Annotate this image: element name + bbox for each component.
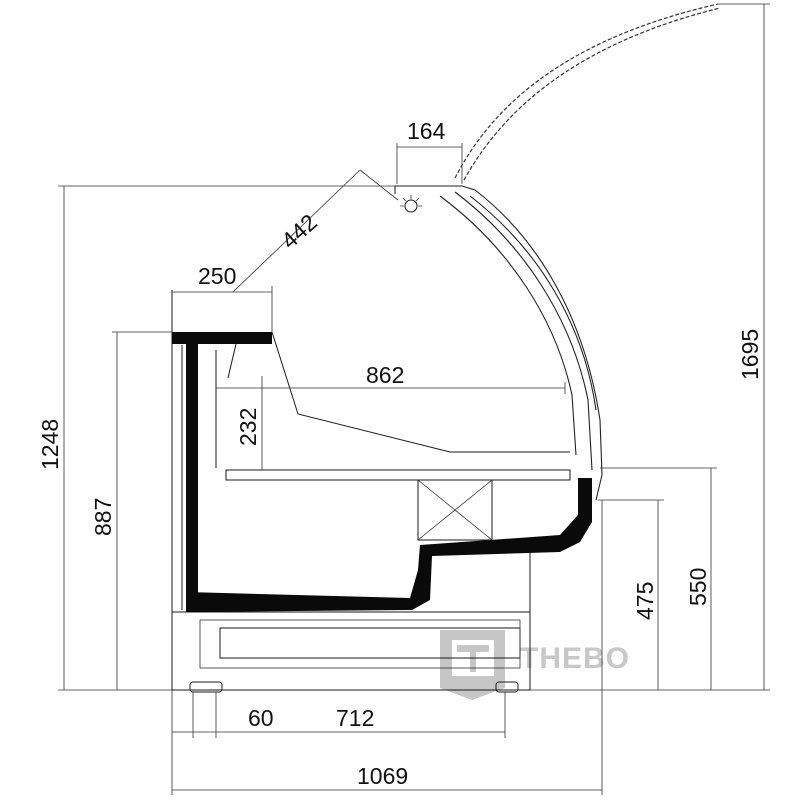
cabinet xyxy=(171,290,592,693)
glass-open-arc-b xyxy=(463,7,721,181)
display-tub xyxy=(186,478,592,612)
ext-442-top xyxy=(359,169,399,201)
lamp-icon xyxy=(404,199,418,213)
logo-wordmark: THEBO xyxy=(520,642,630,675)
glass-outer xyxy=(395,185,603,501)
dimension-lines xyxy=(58,3,770,795)
dim-164-label: 164 xyxy=(407,118,446,144)
dim-712-label: 712 xyxy=(336,705,374,731)
glass-inner-1 xyxy=(439,195,577,456)
glass-inner-3 xyxy=(469,195,597,411)
dimension-labels: 164 442 250 862 232 1248 887 475 550 169… xyxy=(37,118,763,789)
dim-887-label: 887 xyxy=(90,498,116,536)
top-shelf xyxy=(172,332,272,344)
crate-cross-b xyxy=(417,479,493,541)
rear-column xyxy=(186,332,198,608)
dim-1069-label: 1069 xyxy=(357,763,408,789)
base-panel xyxy=(199,619,521,669)
glass-open-arc-a xyxy=(454,3,719,179)
lamp-rays xyxy=(400,195,422,207)
dim-232-label: 232 xyxy=(235,408,261,446)
air-curtain-line xyxy=(271,331,570,453)
shelf-bracket xyxy=(215,343,237,468)
display-shelf xyxy=(225,469,571,481)
foot-left xyxy=(189,681,223,693)
dim-60-label: 60 xyxy=(248,705,274,731)
dim-550-label: 550 xyxy=(685,568,711,606)
dim-250-label: 250 xyxy=(198,263,236,289)
dim-442-label: 442 xyxy=(276,209,322,254)
foot-right xyxy=(495,681,519,693)
dim-442-line xyxy=(232,169,361,293)
glass-inner-2 xyxy=(454,191,593,471)
dim-1695-label: 1695 xyxy=(737,329,763,380)
dim-862-label: 862 xyxy=(366,362,404,388)
dim-475-label: 475 xyxy=(632,582,658,620)
front-glass xyxy=(394,3,721,501)
dim-1248-label: 1248 xyxy=(37,419,63,470)
product-crate xyxy=(417,479,493,541)
